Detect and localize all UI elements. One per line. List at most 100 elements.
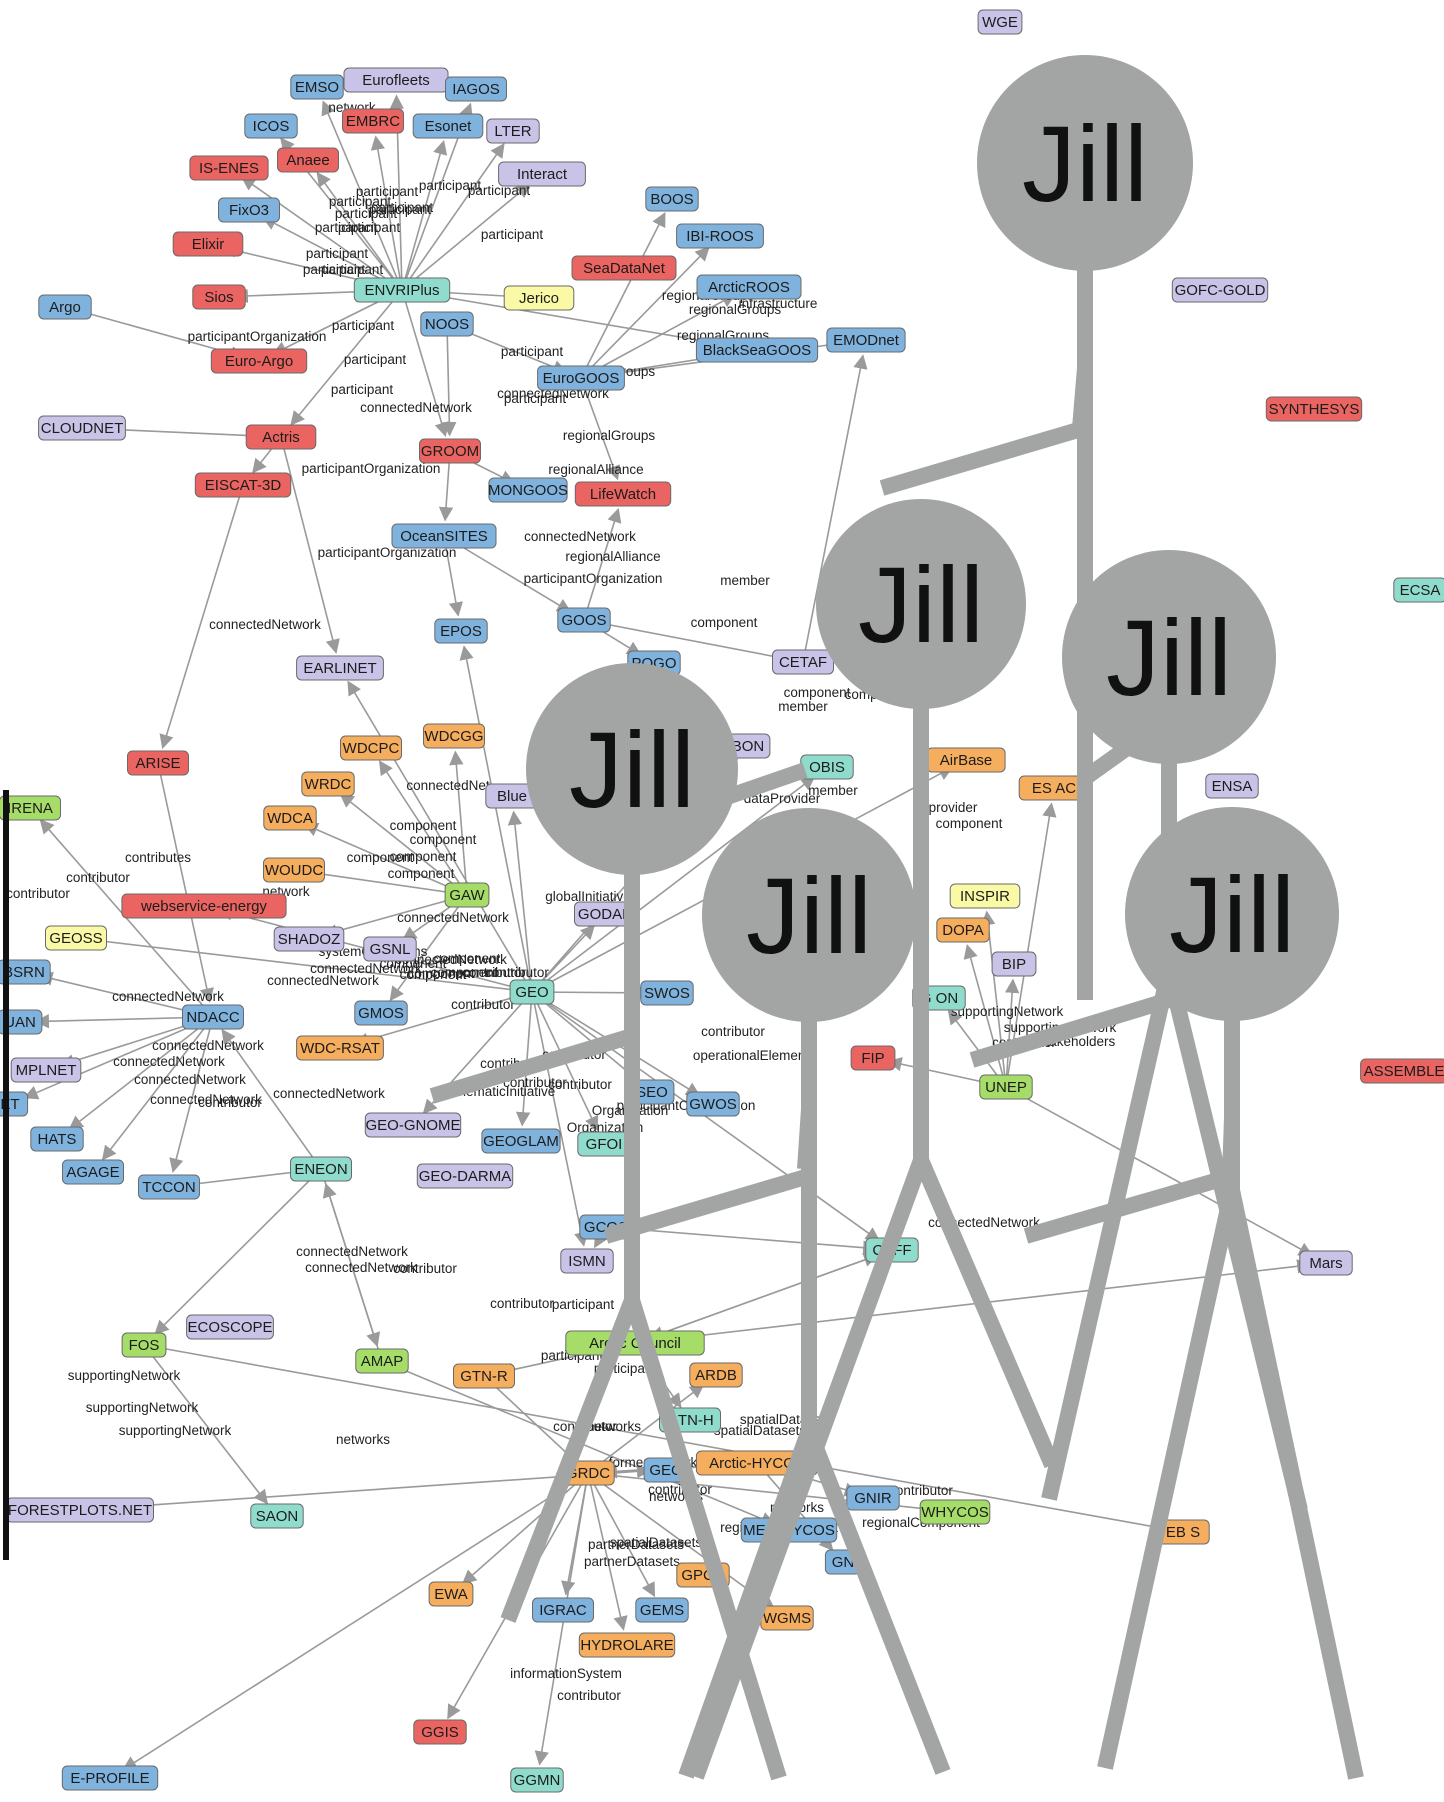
node-fip[interactable]: FIP [850, 1045, 896, 1071]
node-goos[interactable]: GOOS [557, 607, 611, 633]
node-whycos[interactable]: WHYCOS [919, 1499, 991, 1525]
node-anaee[interactable]: Anaee [277, 147, 339, 173]
node-bip[interactable]: BIP [991, 951, 1037, 977]
node-is-enes[interactable]: IS-ENES [189, 155, 269, 181]
node-gwos[interactable]: GWOS [686, 1091, 740, 1117]
node-wgms[interactable]: WGMS [760, 1605, 814, 1631]
node-irena[interactable]: IRENA [0, 795, 61, 821]
node-blue[interactable]: Blue [485, 783, 539, 809]
node-wge[interactable]: WGE [977, 9, 1023, 35]
node-geo-gnome[interactable]: GEO-GNOME [364, 1112, 462, 1138]
node-dopa[interactable]: DOPA [936, 917, 990, 943]
node-hydrolare[interactable]: HYDROLARE [578, 1632, 676, 1658]
node-ardb[interactable]: ARDB [689, 1362, 743, 1388]
node-es-ac[interactable]: ES AC [1018, 775, 1090, 801]
node-noos[interactable]: NOOS [420, 311, 474, 337]
node-fixo3[interactable]: FixO3 [218, 197, 280, 223]
node-geo[interactable]: GEO [509, 979, 555, 1005]
node-lter[interactable]: LTER [486, 118, 540, 144]
node-geoglam[interactable]: GEOGLAM [481, 1128, 561, 1154]
node-ggmn[interactable]: GGMN [510, 1767, 564, 1793]
node-inspir[interactable]: INSPIR [949, 883, 1021, 909]
node-unep[interactable]: UNEP [979, 1074, 1033, 1100]
node-emso[interactable]: EMSO [290, 74, 344, 100]
node-lifewatch[interactable]: LifeWatch [574, 481, 672, 507]
node-gofc-gold[interactable]: GOFC-GOLD [1171, 277, 1269, 303]
node-jerico[interactable]: Jerico [503, 285, 575, 311]
node-ndacc[interactable]: NDACC [182, 1004, 244, 1030]
node-ensa[interactable]: ENSA [1205, 773, 1259, 799]
node-gfoi[interactable]: GFOI [577, 1131, 631, 1157]
node-epos[interactable]: EPOS [434, 618, 488, 644]
node-actris[interactable]: Actris [245, 424, 317, 450]
node-icos[interactable]: ICOS [244, 113, 298, 139]
node-mongoos[interactable]: MONGOOS [488, 477, 568, 503]
node-blackseagoos[interactable]: BlackSeaGOOS [695, 337, 819, 363]
node-wdca[interactable]: WDCA [263, 805, 317, 831]
node-woudc[interactable]: WOUDC [263, 857, 325, 883]
node-gtn-r[interactable]: GTN-R [453, 1363, 515, 1389]
node-bsrn[interactable]: BSRN [0, 959, 51, 985]
node-ecoscope[interactable]: ECOSCOPE [186, 1314, 274, 1340]
node-godae[interactable]: GODAE [574, 901, 636, 927]
node-earlinet[interactable]: EARLINET [296, 655, 384, 681]
node-boos[interactable]: BOOS [645, 186, 699, 212]
node-elixir[interactable]: Elixir [172, 231, 244, 257]
node-saon[interactable]: SAON [250, 1503, 304, 1529]
node-wdcgg[interactable]: WDCGG [423, 723, 485, 749]
node-fos[interactable]: FOS [121, 1332, 167, 1358]
node-geoss[interactable]: GEOSS [45, 925, 107, 951]
node-e-profile[interactable]: E-PROFILE [61, 1765, 159, 1791]
node-sios[interactable]: Sios [192, 284, 246, 310]
node-arcticroos[interactable]: ArcticROOS [696, 274, 802, 300]
node-igrac[interactable]: IGRAC [532, 1597, 594, 1623]
node-airbase[interactable]: AirBase [926, 747, 1006, 773]
node-hats[interactable]: HATS [30, 1126, 84, 1152]
node-assemble[interactable]: ASSEMBLE [1360, 1058, 1444, 1084]
node-agage[interactable]: AGAGE [62, 1159, 124, 1185]
node-embrc[interactable]: EMBRC [342, 108, 404, 134]
node-bon[interactable]: BON [725, 733, 771, 759]
node-euro-argo[interactable]: Euro-Argo [210, 348, 308, 374]
node-wrdc[interactable]: WRDC [301, 771, 355, 797]
node-seadatanet[interactable]: SeaDataNet [571, 255, 677, 281]
node-mars[interactable]: Mars [1299, 1250, 1353, 1276]
node-eiscat-3d[interactable]: EISCAT-3D [194, 472, 292, 498]
node-geo-darma[interactable]: GEO-DARMA [416, 1163, 514, 1189]
node-wdcpc[interactable]: WDCPC [340, 735, 402, 761]
node-webservice-energy[interactable]: webservice-energy [121, 893, 287, 919]
node-gems[interactable]: GEMS [635, 1597, 689, 1623]
node-emodnet[interactable]: EMODnet [826, 327, 906, 353]
node-eneon[interactable]: ENEON [290, 1156, 352, 1182]
node-forestplots-net[interactable]: FORESTPLOTS.NET [6, 1497, 154, 1523]
node-ecsa[interactable]: ECSA [1393, 577, 1444, 603]
node-iagos[interactable]: IAGOS [445, 76, 507, 102]
node-groom[interactable]: GROOM [419, 438, 481, 464]
node-argo[interactable]: Argo [38, 294, 92, 320]
node-swos[interactable]: SWOS [640, 980, 694, 1006]
node-amap[interactable]: AMAP [355, 1348, 409, 1374]
node-cloudnet[interactable]: CLOUDNET [38, 415, 126, 441]
node-obis[interactable]: OBIS [800, 754, 854, 780]
node-esonet[interactable]: Esonet [412, 113, 484, 139]
node-arise[interactable]: ARISE [127, 750, 189, 776]
node-interact[interactable]: Interact [498, 161, 586, 187]
node-gmos[interactable]: GMOS [354, 1000, 408, 1026]
node-cetaf[interactable]: CETAF [772, 649, 834, 675]
node-tccon[interactable]: TCCON [138, 1174, 200, 1200]
node-ggis[interactable]: GGIS [413, 1719, 467, 1745]
node-envriplus[interactable]: ENVRIPlus [353, 277, 451, 303]
node-ewa[interactable]: EWA [428, 1581, 474, 1607]
node-synthesys[interactable]: SYNTHESYS [1265, 396, 1363, 422]
node-wdc-rsat[interactable]: WDC-RSAT [296, 1035, 384, 1061]
node-eurogoos[interactable]: EuroGOOS [537, 365, 625, 391]
node-uan[interactable]: UAN [0, 1009, 43, 1035]
node-gnir[interactable]: GNIR [846, 1485, 900, 1511]
node-eb-s[interactable]: EB S [1156, 1519, 1210, 1545]
node-ismn[interactable]: ISMN [560, 1248, 614, 1274]
node-gsnl[interactable]: GSNL [363, 936, 417, 962]
node-ibi-roos[interactable]: IBI-ROOS [676, 223, 764, 249]
node-eurofleets[interactable]: Eurofleets [343, 67, 449, 93]
node-shadoz[interactable]: SHADOZ [273, 926, 345, 952]
node-mplnet[interactable]: MPLNET [10, 1057, 82, 1083]
